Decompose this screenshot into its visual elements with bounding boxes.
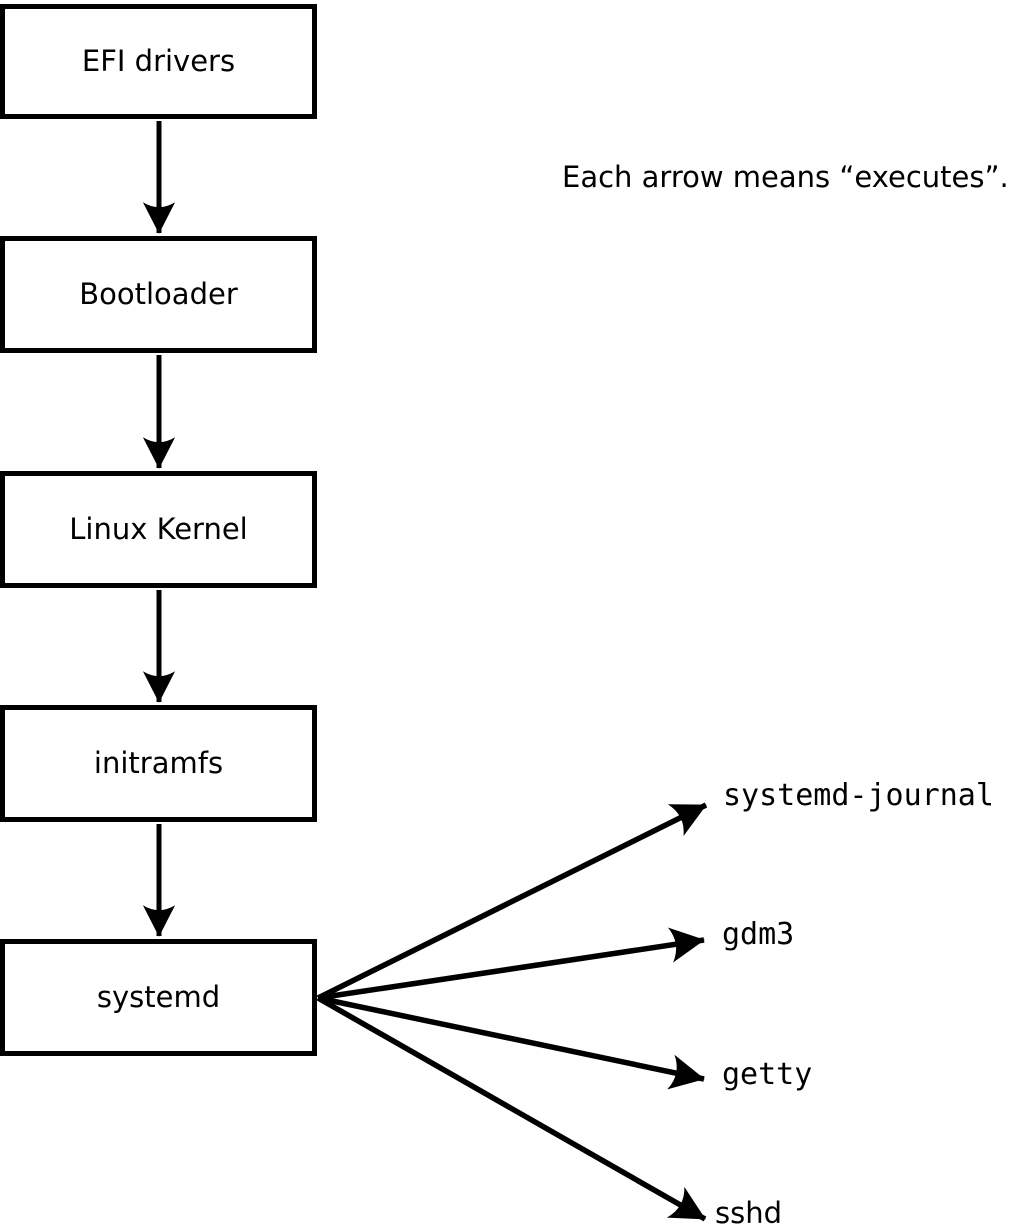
node-systemd: systemd <box>0 939 317 1056</box>
process-label-sshd: sshd <box>715 1196 783 1230</box>
node-linux-kernel-label: Linux Kernel <box>69 512 248 547</box>
node-bootloader-label: Bootloader <box>79 277 238 312</box>
arrow-systemd-to-getty-icon <box>317 995 705 1090</box>
process-label-systemd-journal: systemd-journal <box>723 778 994 813</box>
node-linux-kernel: Linux Kernel <box>0 471 317 588</box>
arrow-systemd-to-gdm3-icon <box>317 927 705 1001</box>
node-bootloader: Bootloader <box>0 236 317 353</box>
node-initramfs-label: initramfs <box>93 746 224 781</box>
node-efi-drivers-label: EFI drivers <box>81 44 236 79</box>
node-efi-drivers: EFI drivers <box>0 4 317 119</box>
process-label-gdm3: gdm3 <box>722 917 795 952</box>
arrow-systemd-to-sshd-icon <box>316 995 707 1222</box>
node-initramfs: initramfs <box>0 705 317 822</box>
process-label-getty: getty <box>722 1057 813 1092</box>
node-systemd-label: systemd <box>96 980 221 1015</box>
legend-annotation: Each arrow means “executes”. <box>562 160 1009 194</box>
arrow-systemd-to-journal-icon <box>316 802 708 1001</box>
